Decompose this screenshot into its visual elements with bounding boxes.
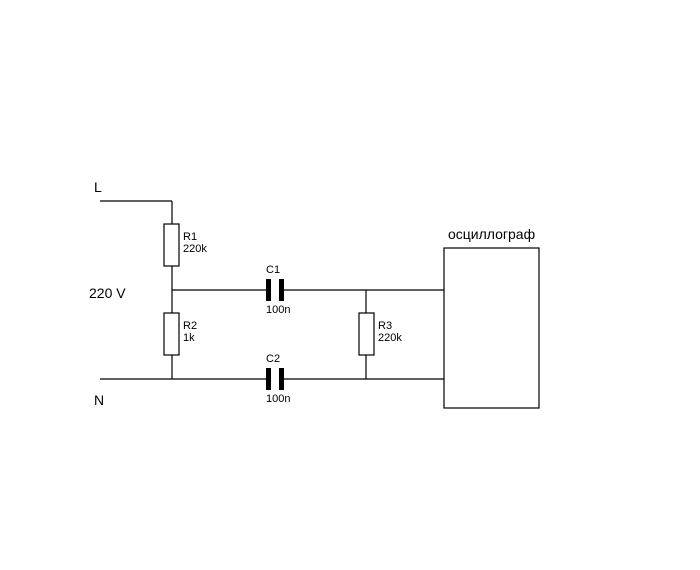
r3-value: 220k [378,332,402,344]
c1-value: 100n [266,304,290,316]
r2-name: R2 [183,320,197,332]
label-oscilloscope: осциллограф [448,226,535,242]
r2-value: 1k [183,332,195,344]
label-line: L [94,179,102,195]
c1-name: C1 [266,264,280,276]
label-neutral: N [94,392,104,408]
capacitor-c1-plate-left [266,279,271,301]
r3-name: R3 [378,320,392,332]
capacitor-c2-plate-right [279,368,284,390]
oscilloscope-box [443,247,540,409]
r1-value: 220k [183,243,207,255]
c2-value: 100n [266,393,290,405]
resistor-r2 [163,312,180,356]
resistor-r3 [358,312,375,356]
capacitor-c2-plate-left [266,368,271,390]
label-voltage: 220 V [89,285,126,301]
resistor-r1 [163,223,180,267]
capacitor-c1-plate-right [279,279,284,301]
c2-name: C2 [266,353,280,365]
r1-name: R1 [183,231,197,243]
